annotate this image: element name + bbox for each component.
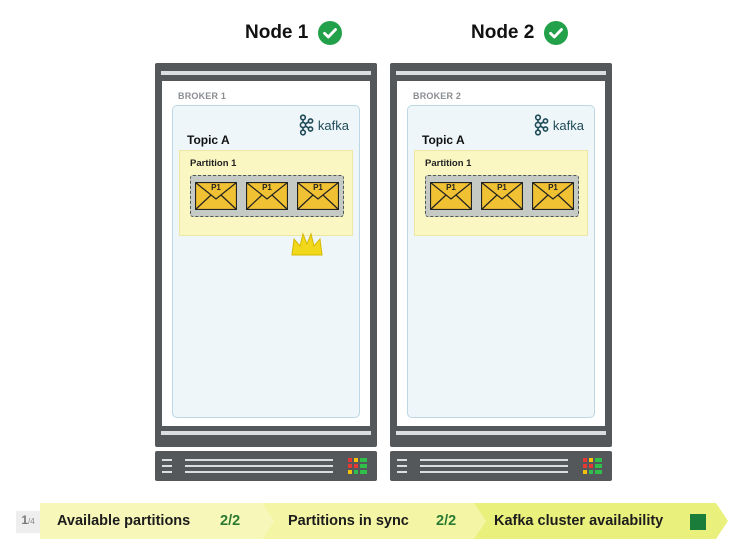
kafka-logo: kafka — [533, 114, 584, 136]
broker-2-screen: BROKER 2 kafka Topic A Partition 1 — [397, 81, 605, 426]
envelope-icon — [532, 182, 574, 210]
in-sync-value: 2/2 — [436, 513, 457, 529]
in-sync-label: Partitions in sync — [288, 513, 409, 529]
node-1-header: Node 1 — [245, 18, 343, 48]
partition-box: Partition 1 P1 P1 — [179, 150, 353, 236]
broker-label: BROKER 1 — [178, 91, 227, 101]
topic-title: Topic A — [422, 133, 465, 147]
envelope-icon — [430, 182, 472, 210]
check-circle-icon — [318, 21, 343, 45]
page-total: /4 — [28, 517, 35, 526]
available-partitions-value: 2/2 — [220, 513, 241, 529]
envelope-icon — [195, 182, 237, 210]
partition-label: Partition 1 — [425, 158, 472, 169]
message-label: P1 — [497, 183, 507, 192]
broker-1-screen: BROKER 1 kafka Topic A Partition 1 — [162, 81, 370, 426]
broker-label: BROKER 2 — [413, 91, 462, 101]
message-label: P1 — [262, 183, 272, 192]
crown-icon — [291, 232, 323, 256]
broker-panel: kafka Topic A Partition 1 P1 P1 — [172, 105, 360, 418]
message-label: P1 — [446, 183, 456, 192]
broker-1-server: BROKER 1 kafka Topic A Partition 1 — [155, 63, 377, 447]
availability-indicator — [690, 514, 706, 530]
kafka-wordmark: kafka — [317, 117, 349, 133]
partition-box: Partition 1 P1 P1 — [414, 150, 588, 236]
node-2-header: Node 2 — [471, 18, 569, 48]
message-label: P1 — [313, 183, 323, 192]
status-bar-background — [40, 503, 728, 539]
broker-2-server: BROKER 2 kafka Topic A Partition 1 — [390, 63, 612, 447]
check-circle-icon — [544, 21, 569, 45]
message-label: P1 — [548, 183, 558, 192]
kafka-icon — [534, 114, 549, 136]
broker-1-server-unit — [155, 451, 377, 481]
available-partitions-label: Available partitions — [57, 513, 191, 529]
status-bar: 1 /4 Available partitions 2/2 Partitions… — [0, 501, 746, 541]
message-group: P1 P1 P1 — [425, 175, 579, 217]
kafka-wordmark: kafka — [552, 117, 584, 133]
availability-label: Kafka cluster availability — [494, 513, 664, 529]
partition-label: Partition 1 — [190, 158, 237, 169]
kafka-icon — [299, 114, 314, 136]
topic-title: Topic A — [187, 133, 230, 147]
node-title: Node 1 — [245, 22, 309, 43]
broker-2-server-unit — [390, 451, 612, 481]
page-current: 1 — [21, 513, 28, 527]
broker-panel: kafka Topic A Partition 1 P1 P1 — [407, 105, 595, 418]
message-label: P1 — [211, 183, 221, 192]
node-title: Node 2 — [471, 22, 535, 43]
envelope-icon — [246, 182, 288, 210]
kafka-logo: kafka — [298, 114, 349, 136]
message-group: P1 P1 P1 — [190, 175, 344, 217]
envelope-icon — [481, 182, 523, 210]
envelope-icon — [297, 182, 339, 210]
page-indicator: 1 /4 — [16, 511, 40, 533]
